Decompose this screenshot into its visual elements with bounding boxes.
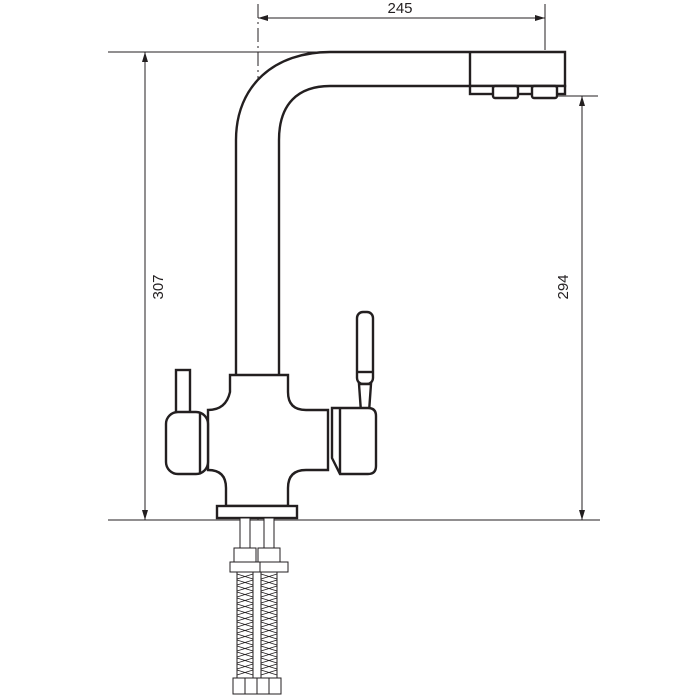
right-braid-strand [260, 597, 278, 604]
right-braid-strand [260, 669, 278, 676]
right-braid-strand [260, 579, 278, 586]
spout-body [234, 50, 567, 380]
right-braid-strand [260, 585, 278, 592]
left-braid-strand [236, 651, 254, 658]
dimension-outlet-height: 294 [555, 95, 598, 520]
left-hose-braid-pattern [236, 573, 254, 676]
right-braid-strand [260, 639, 278, 646]
outlet-height-label: 294 [555, 274, 572, 299]
left-braid-strand [236, 639, 254, 646]
total-height-label: 307 [150, 274, 167, 299]
left-braid-strand [236, 597, 254, 604]
supply-hoses [229, 517, 289, 695]
left-braid-strand [236, 657, 254, 664]
left-braid-strand [236, 633, 254, 640]
left-upper-fitting [233, 547, 257, 563]
left-braid-strand [236, 621, 254, 628]
mounting-base [215, 504, 299, 520]
dimension-spout-reach: 245 [258, 0, 546, 50]
right-braid-strand [260, 633, 278, 640]
mixer-body [206, 373, 330, 508]
faucet-spout [234, 50, 567, 380]
right-braid-strand [260, 663, 278, 670]
outlet-nozzle-left [491, 84, 520, 100]
right-braid-strand [260, 573, 278, 580]
left-handle [164, 368, 210, 476]
right-braid-strand [260, 645, 278, 652]
right-handle [330, 310, 378, 476]
outlet-arrow-top [579, 96, 585, 106]
right-braid-strand [260, 657, 278, 664]
left-braid-strand [236, 609, 254, 616]
spout-reach-label: 245 [387, 0, 412, 17]
reach-arrow-left [258, 15, 268, 21]
right-braid-strand [260, 603, 278, 610]
left-braid-strand [236, 579, 254, 586]
height-arrow-bottom [142, 510, 148, 520]
outlet-arrow-bottom [579, 510, 585, 520]
right-braid-strand [260, 591, 278, 598]
left-braid-strand [236, 615, 254, 622]
right-stud [263, 517, 275, 549]
hose-clamp-plate-right [259, 561, 289, 573]
left-braid-strand [236, 627, 254, 634]
height-arrow-top [142, 52, 148, 62]
hose-clamp-plate [229, 561, 261, 573]
right-braid-strand [260, 651, 278, 658]
outlet-nozzle-right [530, 84, 559, 100]
right-braid-strand [260, 627, 278, 634]
reach-arrow-right [535, 15, 545, 21]
right-handle-cartridge [330, 406, 378, 476]
left-braid-strand [236, 669, 254, 676]
left-braid-strand [236, 585, 254, 592]
left-braid-strand [236, 645, 254, 652]
left-stud [239, 517, 251, 549]
right-braid-strand [260, 621, 278, 628]
right-upper-fitting [257, 547, 281, 563]
dimension-total-height: 307 [108, 51, 320, 520]
right-hose-braid-pattern [260, 573, 278, 676]
left-braid-strand [236, 591, 254, 598]
right-braid-strand [260, 609, 278, 616]
faucet-body [206, 373, 330, 520]
left-braid-strand [236, 663, 254, 670]
left-braid-strand [236, 573, 254, 580]
right-braid-strand [260, 615, 278, 622]
left-handle-lever [174, 368, 192, 418]
right-handle-lever [355, 310, 375, 386]
left-handle-cartridge [164, 410, 210, 476]
left-braid-strand [236, 603, 254, 610]
